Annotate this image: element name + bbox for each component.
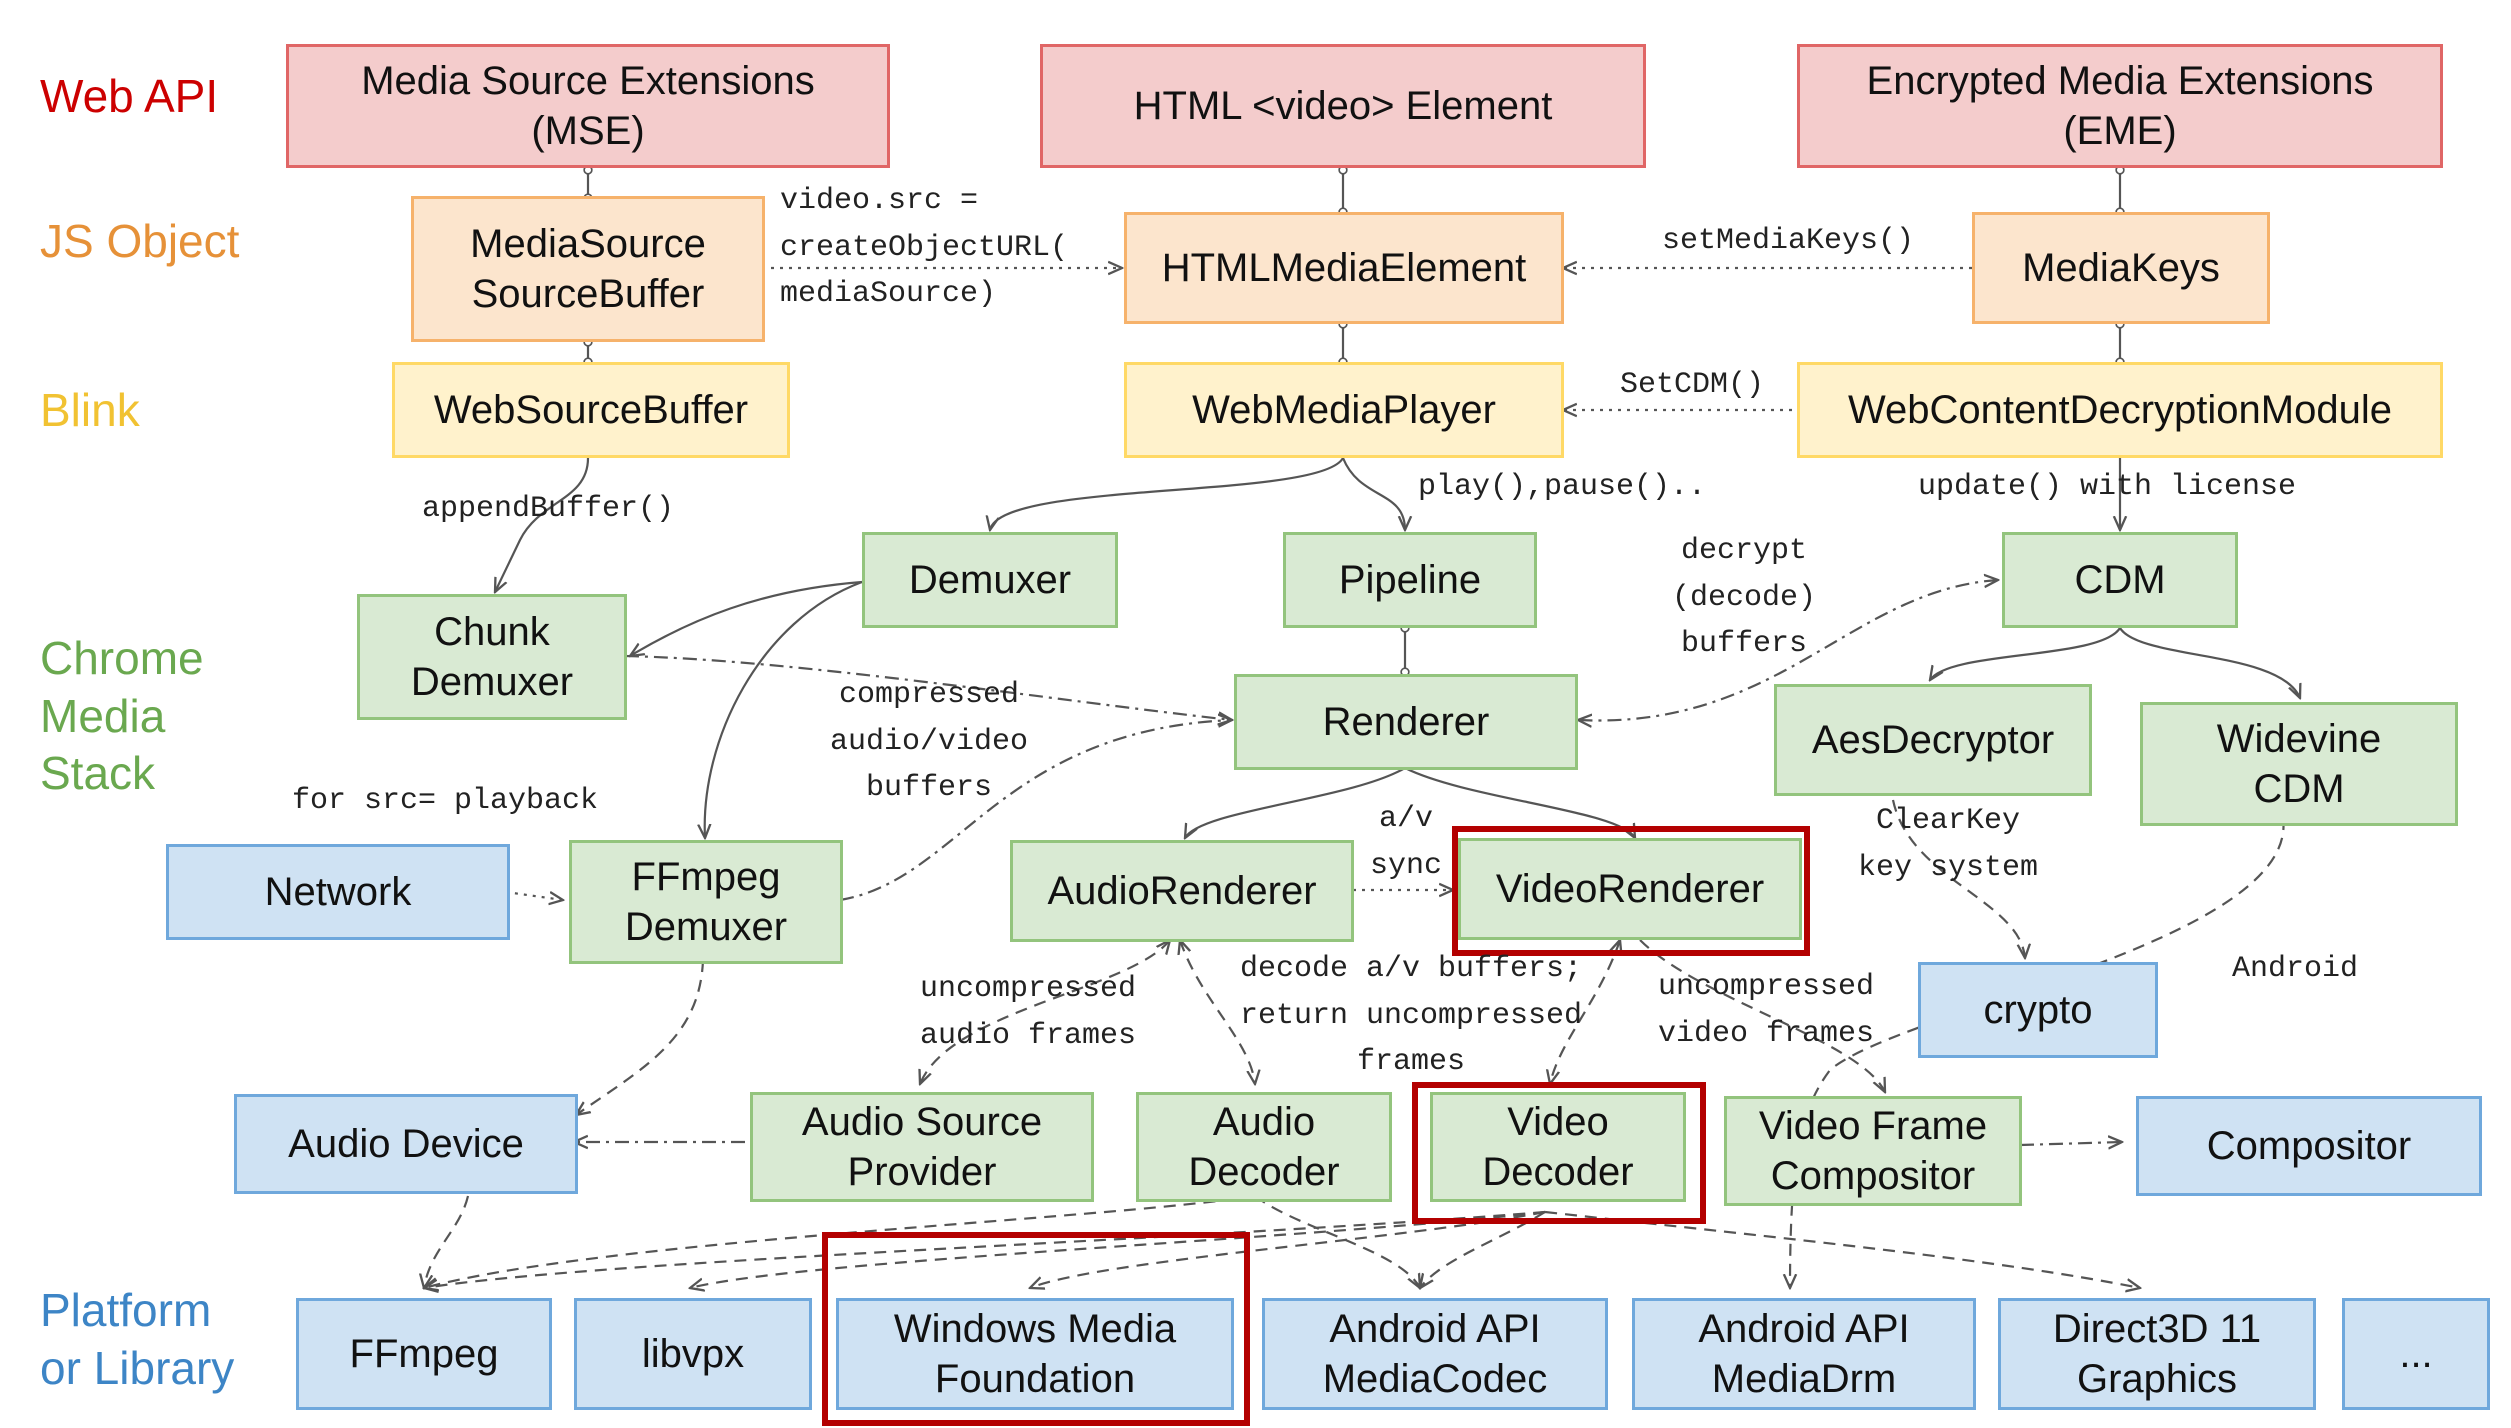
- link-videorenderer-vfc: [1639, 939, 1885, 1092]
- node-video-decoder: Video Decoder: [1430, 1092, 1686, 1202]
- link-chunk-renderer: [624, 654, 1232, 720]
- node-audio-decoder: Audio Decoder: [1136, 1092, 1392, 1202]
- link-cdm-renderer: [1578, 580, 1998, 721]
- node-audio-device: Audio Device: [234, 1094, 578, 1194]
- node-video-frame-compositor: Video Frame Compositor: [1724, 1096, 2022, 1206]
- node-aes-decryptor: AesDecryptor: [1774, 684, 2092, 796]
- link-videodecoder-wmf: [1030, 1210, 1546, 1288]
- node-compositor: Compositor: [2136, 1096, 2482, 1196]
- link-vfc-compositor: [2019, 1142, 2122, 1145]
- node-audio-source-provider: Audio Source Provider: [750, 1092, 1094, 1202]
- node-web-source-buffer: WebSourceBuffer: [392, 362, 790, 458]
- link-audiorenderer-asp: [920, 940, 1170, 1084]
- node-ffmpeg-demuxer: FFmpeg Demuxer: [569, 840, 843, 964]
- node-libvpx: libvpx: [574, 1298, 812, 1410]
- link-audiodevice-ffmpeg: [424, 1195, 470, 1288]
- link-audiodecoder-mediacodec: [1254, 1195, 1420, 1288]
- node-html-video-element: HTML <video> Element: [1040, 44, 1646, 168]
- layer-label-blink: Blink: [40, 384, 140, 436]
- link-cdm-widevine: [2119, 627, 2300, 698]
- node-crypto: crypto: [1918, 962, 2158, 1058]
- node-mediasource-sourcebuffer: MediaSource SourceBuffer: [411, 196, 765, 342]
- node-media-keys: MediaKeys: [1972, 212, 2270, 324]
- layer-label-js-object: JS Object: [40, 215, 240, 267]
- edge-label-set-cdm: SetCDM(): [1620, 368, 1765, 402]
- edge-label-uncompressed-video: uncompressed video frames: [1658, 970, 1875, 1051]
- link-renderer-audio: [1185, 767, 1406, 838]
- edge-label-clearkey: ClearKey key system: [1858, 804, 2039, 885]
- edge-label-set-media-keys: setMediaKeys(): [1662, 224, 1915, 258]
- edge-label-video-src: video.src = createObjectURL( mediaSource…: [780, 184, 1069, 311]
- node-demuxer: Demuxer: [862, 532, 1118, 628]
- layer-label-chrome-media-stack: Chrome Media Stack: [40, 632, 204, 799]
- layer-label-web-api: Web API: [40, 70, 219, 122]
- node-chunk-demuxer: Chunk Demuxer: [357, 594, 627, 720]
- link-ffmpeg-renderer: [839, 720, 1232, 902]
- edge-label-av-sync: a/v sync: [1370, 802, 1443, 883]
- link-videodecoder-ffmpeg: [424, 1210, 1546, 1288]
- node-pipeline: Pipeline: [1283, 532, 1537, 628]
- edge-label-append-buffer: appendBuffer(): [422, 492, 675, 526]
- node-direct3d: Direct3D 11 Graphics: [1998, 1298, 2316, 1410]
- edge-label-decode-av: decode a/v buffers; return uncompressed …: [1240, 952, 1583, 1079]
- edge-label-android: Android: [2232, 952, 2359, 986]
- node-mse: Media Source Extensions (MSE): [286, 44, 890, 168]
- node-cdm: CDM: [2002, 532, 2238, 628]
- link-wmp-demuxer: [990, 457, 1344, 530]
- node-more: ...: [2342, 1298, 2490, 1410]
- link-demuxer-ffmpeg: [705, 580, 863, 838]
- node-renderer: Renderer: [1234, 674, 1578, 770]
- node-web-cdm: WebContentDecryptionModule: [1797, 362, 2443, 458]
- node-audio-renderer: AudioRenderer: [1010, 840, 1354, 942]
- node-android-mediadrm: Android API MediaDrm: [1632, 1298, 1976, 1410]
- layer-label-platform-or-library: Platform or Library: [40, 1284, 235, 1394]
- link-aes-crypto: [1891, 799, 2025, 958]
- node-web-media-player: WebMediaPlayer: [1124, 362, 1564, 458]
- node-video-renderer: VideoRenderer: [1458, 838, 1802, 940]
- link-wsb-chunk: [495, 457, 590, 592]
- link-videodecoder-direct3d: [1544, 1210, 2140, 1288]
- link-wmp-pipeline: [1341, 457, 1405, 530]
- link-ffmpeg-demuxer-audiodevice: [576, 959, 705, 1115]
- link-videodecoder-mediacodec: [1420, 1211, 1546, 1288]
- link-audiorenderer-decoder: [1180, 940, 1255, 1084]
- edge-label-update-license: update() with license: [1918, 470, 2297, 504]
- node-windows-media-foundation: Windows Media Foundation: [836, 1298, 1234, 1410]
- node-ffmpeg: FFmpeg: [296, 1298, 552, 1410]
- node-network: Network: [166, 844, 510, 940]
- link-videorenderer-decoder: [1550, 940, 1620, 1084]
- link-network-ffmpeg: [505, 890, 563, 900]
- link-audiodecoder-ffmpeg: [424, 1194, 1256, 1288]
- node-html-media-element: HTMLMediaElement: [1124, 212, 1564, 324]
- link-videodecoder-libvpx: [690, 1210, 1546, 1288]
- link-demuxer-chunk: [630, 580, 863, 656]
- edge-label-compressed: compressed audio/video buffers: [830, 678, 1029, 805]
- node-android-mediacodec: Android API MediaCodec: [1262, 1298, 1608, 1410]
- node-widevine-cdm: Widevine CDM: [2140, 702, 2458, 826]
- edge-label-decrypt: decrypt (decode) buffers: [1672, 534, 1817, 661]
- link-cdm-aes: [1930, 627, 2121, 680]
- node-eme: Encrypted Media Extensions (EME): [1797, 44, 2443, 168]
- edge-label-play-pause: play(),pause()..: [1418, 470, 1707, 504]
- edge-label-for-src: for src= playback: [292, 784, 599, 818]
- edge-label-uncompressed-audio: uncompressed audio frames: [920, 972, 1137, 1053]
